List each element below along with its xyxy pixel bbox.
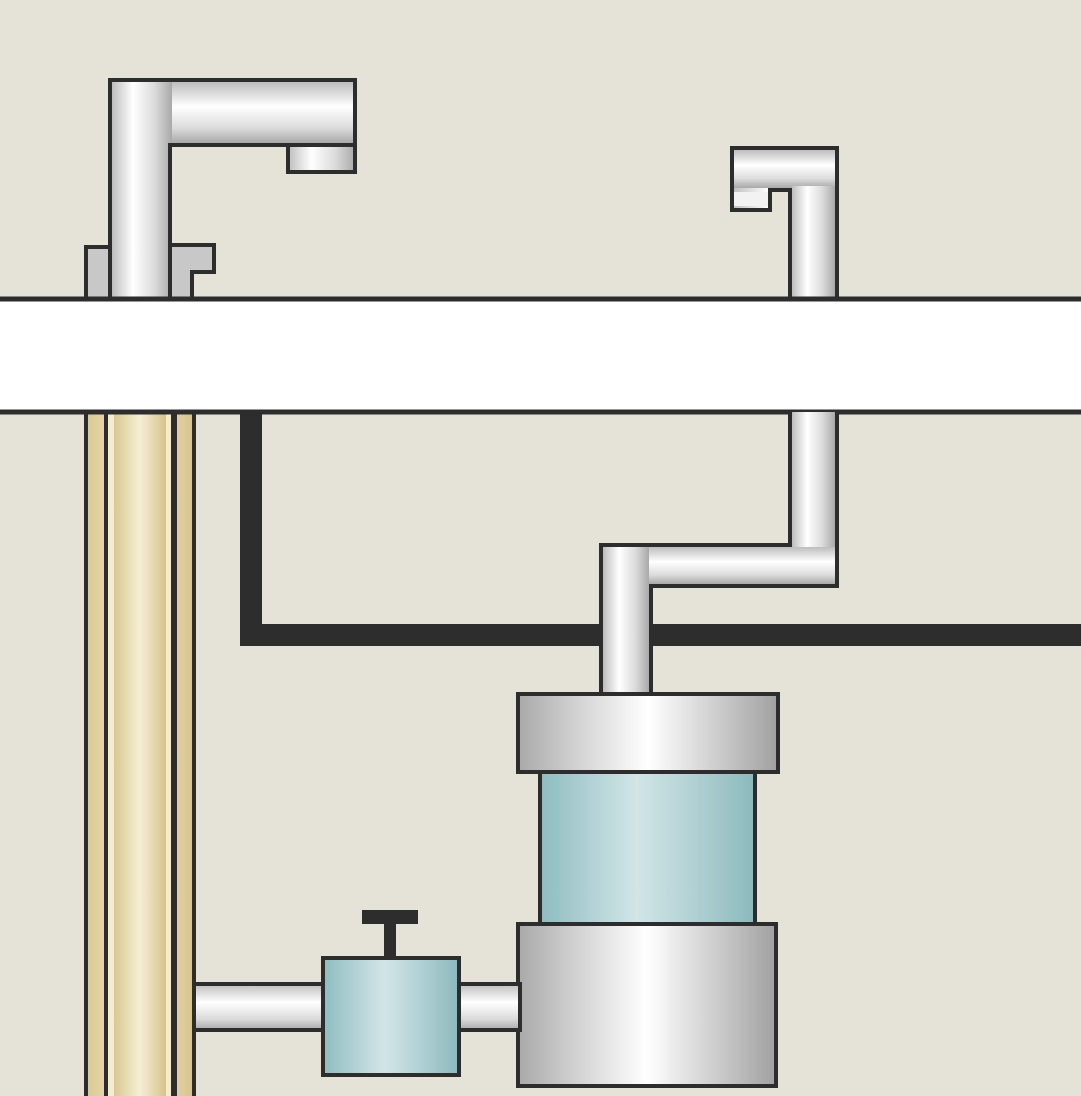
shutoff-valve-icon[interactable] bbox=[321, 910, 461, 1077]
filtered-water-faucet[interactable] bbox=[730, 146, 839, 301]
small-faucet-nozzle bbox=[734, 192, 768, 206]
filter-bottom-base bbox=[516, 922, 778, 1088]
main-faucet[interactable] bbox=[84, 78, 357, 301]
faucet-aerator bbox=[286, 143, 357, 174]
filtered-water-pipe bbox=[599, 412, 839, 697]
filter-glass-housing bbox=[538, 770, 757, 926]
valve-body bbox=[321, 956, 461, 1077]
faucet-handle-left[interactable] bbox=[84, 245, 112, 301]
countertop bbox=[0, 296, 1081, 415]
filter-top-cap bbox=[516, 692, 780, 774]
supply-pipes bbox=[84, 412, 196, 1096]
cabinet-outline bbox=[240, 412, 1081, 646]
faucet-handle-right[interactable] bbox=[168, 243, 216, 301]
valve-handle-bar[interactable] bbox=[362, 910, 418, 924]
valve-stem bbox=[384, 922, 396, 958]
inlet-pipe bbox=[192, 982, 522, 1032]
water-filter-icon[interactable] bbox=[516, 692, 780, 1088]
